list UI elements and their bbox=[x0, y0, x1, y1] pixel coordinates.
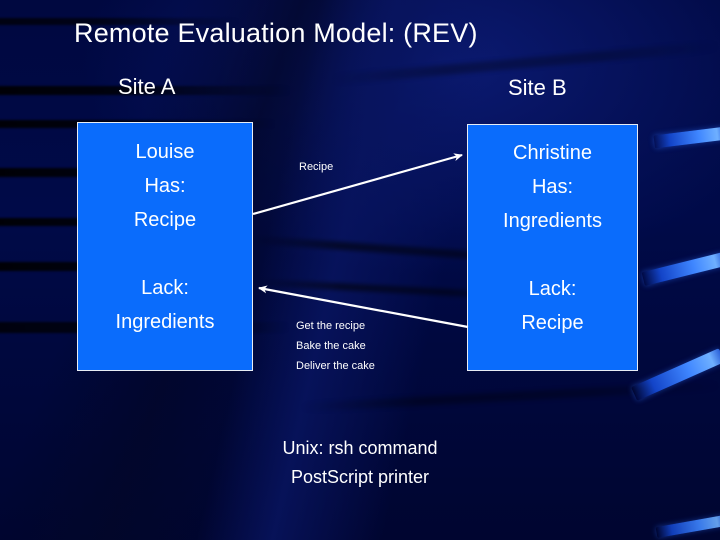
site-b-person-name: Christine bbox=[513, 142, 592, 164]
outbound-arrow-label: Recipe bbox=[299, 161, 334, 173]
background-band bbox=[0, 18, 240, 25]
return-step: Deliver the cake bbox=[296, 360, 375, 372]
site-a-has-group: Louise Has: Recipe bbox=[78, 135, 252, 237]
site-b-lack-value: Recipe bbox=[521, 312, 584, 334]
footer-line: Unix: rsh command bbox=[282, 438, 438, 458]
site-b-lack-group: Lack: Recipe bbox=[468, 272, 637, 340]
site-a-lack-label: Lack: bbox=[141, 277, 189, 299]
return-step: Bake the cake bbox=[296, 340, 366, 352]
site-b-panel: Christine Has: Ingredients Lack: Recipe bbox=[467, 124, 638, 371]
site-a-lack-value: Ingredients bbox=[115, 311, 215, 333]
site-a-has-value: Recipe bbox=[133, 209, 197, 231]
slide-title: Remote Evaluation Model: (REV) bbox=[74, 18, 478, 48]
site-a-has-label: Has: bbox=[144, 175, 186, 197]
site-b-has-label: Has: bbox=[531, 176, 574, 198]
site-b-has-value: Ingredients bbox=[503, 210, 602, 232]
site-b-lack-label: Lack: bbox=[528, 278, 577, 300]
site-b-has-group: Christine Has: Ingredients bbox=[468, 136, 637, 238]
footer-notes: Unix: rsh command PostScript printer bbox=[0, 434, 720, 492]
site-a-person-name: Louise bbox=[135, 141, 195, 163]
site-a-panel: Louise Has: Recipe Lack: Ingredients bbox=[77, 122, 253, 371]
background-band bbox=[0, 86, 290, 95]
site-a-label: Site A bbox=[118, 74, 176, 99]
site-a-lack-group: Lack: Ingredients bbox=[78, 271, 252, 339]
return-step: Get the recipe bbox=[296, 320, 366, 332]
site-b-label: Site B bbox=[508, 75, 567, 100]
return-steps-list: Get the recipe Bake the cake Deliver the… bbox=[296, 316, 375, 376]
footer-line: PostScript printer bbox=[290, 467, 430, 487]
